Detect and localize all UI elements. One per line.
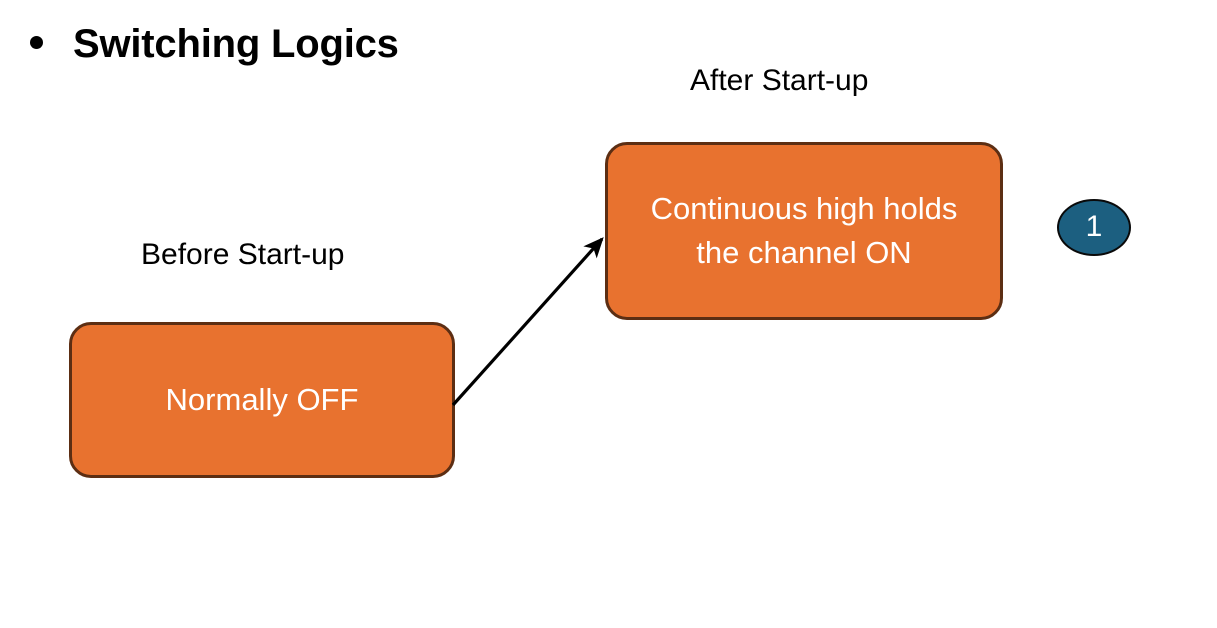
bullet-icon: [30, 36, 43, 49]
slide-number-badge-text: 1: [1085, 209, 1103, 243]
caption-after-startup: After Start-up: [690, 64, 869, 97]
page-title-text: Switching Logics: [73, 22, 399, 66]
process-box-continuous-high-label: Continuous high holds the channel ON: [651, 187, 958, 275]
process-box-normally-off-label: Normally OFF: [165, 381, 359, 417]
caption-before-startup: Before Start-up: [141, 238, 345, 271]
process-box-continuous-high-line1: Continuous high holds: [650, 190, 958, 226]
process-box-continuous-high[interactable]: Continuous high holds the channel ON: [605, 142, 1003, 320]
process-box-continuous-high-line2: the channel ON: [696, 235, 912, 270]
page-title: Switching Logics: [30, 24, 399, 64]
process-box-normally-off[interactable]: Normally OFF: [69, 322, 455, 478]
slide-number-badge: 1: [1057, 199, 1131, 256]
